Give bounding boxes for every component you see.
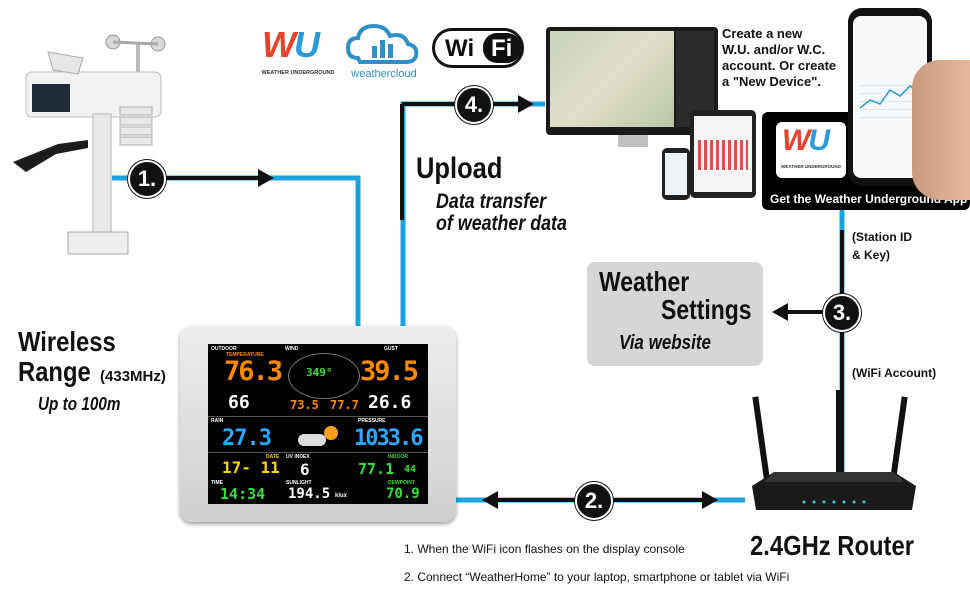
console-wind-label: WIND <box>285 346 299 352</box>
settings-line-1: Weather <box>599 266 690 297</box>
console-rain-value: 27.3 <box>222 426 272 451</box>
console-screen: OUTDOOR TEMPERATURE 76.3 °F WIND 349° GU… <box>208 344 428 504</box>
tablet-device <box>690 110 756 198</box>
app-wu-logo: WU WEATHER UNDERGROUND <box>776 122 846 178</box>
console-date-value: 17- 11 <box>222 458 280 477</box>
step-1-badge: 1. <box>128 160 166 198</box>
console-temp-value: 76.3 <box>224 356 283 387</box>
account-line-1: Create a new <box>722 26 803 41</box>
wireless-frequency: (433MHz) <box>100 368 166 385</box>
console-indoor-dewpoint-label: DEWPOINT <box>388 480 415 486</box>
console-temp-unit: °F <box>276 362 283 368</box>
account-line-2: W.U. and/or W.C. <box>722 42 826 57</box>
instruction-line-2: 2. Connect “WeatherHome” to your laptop,… <box>404 570 790 584</box>
wc-logo-caption: weathercloud <box>351 68 417 80</box>
sun-cloud-icon <box>294 424 344 452</box>
outdoor-sensor-image <box>13 34 166 255</box>
wifi-logo-right: Fi <box>491 35 513 62</box>
console-humidity-value: 66 <box>228 392 250 413</box>
desktop-monitor <box>546 27 718 147</box>
console-indoor-dewpoint: 70.9 <box>386 486 420 502</box>
wireless-range-word: Range <box>18 356 91 387</box>
account-instructions: Create a new W.U. and/or W.C. account. O… <box>722 26 837 90</box>
step-2-badge: 2. <box>575 482 613 520</box>
settings-line-2: Settings <box>661 294 752 325</box>
console-time-label: TIME <box>211 480 223 486</box>
console-outdoor-label: OUTDOOR <box>211 346 237 352</box>
step-4-badge: 4. <box>455 86 493 124</box>
station-id-line-1: (Station ID <box>852 230 912 244</box>
console-sunlight-label: SUNLIGHT <box>286 480 312 486</box>
router-label: 2.4GHz Router <box>750 530 914 561</box>
wireless-distance: Up to 100m <box>38 394 121 414</box>
step-3-badge: 3. <box>823 294 861 332</box>
hand-image <box>912 60 970 200</box>
console-gust-label: GUST <box>384 346 398 352</box>
upload-title: Upload <box>416 152 503 185</box>
console-uv-value: 6 <box>300 460 310 479</box>
account-line-4: a "New Device". <box>722 74 822 89</box>
app-banner-label: Get the Weather Underground App <box>770 192 968 206</box>
phone-small-device <box>662 148 690 200</box>
console-average-value: 26.6 <box>368 392 412 413</box>
console-temperature-label: TEMPERATURE <box>226 352 264 358</box>
monitor-map-screen <box>550 31 674 127</box>
console-indoor-temp: 77.1 <box>358 460 395 478</box>
console-time-value: 14:34 <box>220 485 266 503</box>
console-dewpoint-value: 73.5 <box>290 398 319 412</box>
console-pressure-value: 1033.6 <box>354 426 423 451</box>
weather-underground-logo: WU WEATHER UNDERGROUND <box>258 22 338 82</box>
console-rain-label: RAIN <box>211 418 224 424</box>
wind-compass-icon <box>288 353 360 399</box>
console-indoor-humidity: 44 <box>404 464 417 475</box>
cloud-icon <box>345 23 419 64</box>
console-uv-label: UV INDEX <box>286 454 310 460</box>
upload-line-1: Data transfer <box>436 190 547 213</box>
account-line-3: account. Or create <box>722 58 837 73</box>
console-pressure-label: PRESSURE <box>358 418 386 424</box>
station-id-label: (Station ID & Key) <box>852 228 912 264</box>
phone-graph-icon <box>860 85 920 109</box>
console-date-label: DATE <box>266 454 280 460</box>
instruction-line-1: 1. When the WiFi icon flashes on the dis… <box>404 542 685 556</box>
console-sunlight-unit: klux <box>335 493 348 499</box>
console-indoor-label: INDOOR <box>388 454 408 460</box>
console-sunlight-value: 194.5 <box>288 486 331 502</box>
wu-logo-caption: WEATHER UNDERGROUND <box>261 70 335 76</box>
wifi-account-label: (WiFi Account) <box>852 366 937 380</box>
station-id-line-2: & Key) <box>852 248 891 262</box>
weathercloud-logo: weathercloud <box>344 18 424 82</box>
settings-line-3: Via website <box>619 332 711 354</box>
weather-settings-box: Weather Settings Via website <box>587 262 763 366</box>
router-image <box>752 390 916 510</box>
console-wind-direction: 349° <box>306 366 333 379</box>
wireless-title: Wireless <box>18 326 116 357</box>
wifi-logo-left: Wi <box>445 35 475 62</box>
wireless-range-line: Range (433MHz) <box>18 356 166 388</box>
console-feelslike-value: 77.7 <box>330 398 359 412</box>
display-console: OUTDOOR TEMPERATURE 76.3 °F WIND 349° GU… <box>180 326 456 522</box>
wifi-logo: Wi Fi <box>432 28 524 68</box>
upload-line-2: of weather data <box>436 212 567 235</box>
console-gust-value: 39.5 <box>360 356 419 387</box>
app-wu-caption: WEATHER UNDERGROUND <box>781 164 841 169</box>
